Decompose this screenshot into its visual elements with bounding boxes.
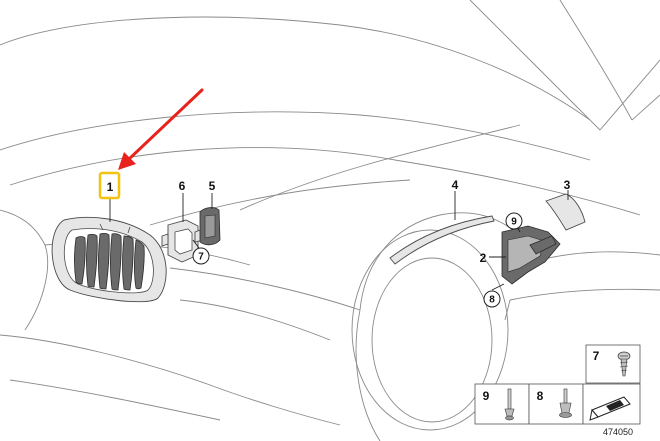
kidney-grille xyxy=(51,216,167,303)
legend-box-8-label: 8 xyxy=(537,389,544,403)
legend-box-9: 9 xyxy=(474,383,530,425)
callout-label-2: 2 xyxy=(480,251,487,265)
trim-panel xyxy=(545,193,586,231)
circled-callout-9-label: 9 xyxy=(511,217,517,228)
callout-label-4: 4 xyxy=(452,178,459,192)
legend-box-7-label: 7 xyxy=(593,349,600,363)
wheel-arch-bracket xyxy=(501,225,561,285)
legend-box-8: 8 xyxy=(528,383,584,425)
drawing-number: 474050 xyxy=(603,427,633,437)
circled-callout-9: 9 xyxy=(505,212,523,230)
pin-clip-icon xyxy=(504,388,515,421)
callout-label-1: 1 xyxy=(107,180,114,194)
legend-box-9-label: 9 xyxy=(483,389,490,403)
circled-callout-7: 7 xyxy=(192,247,210,265)
highlight-box xyxy=(98,171,121,200)
circled-callout-7-label: 7 xyxy=(198,252,204,263)
callout-label-5: 5 xyxy=(209,179,216,193)
callout-label-3: 3 xyxy=(564,178,571,192)
callout-label-6: 6 xyxy=(179,179,186,193)
holder xyxy=(199,207,221,246)
circled-callout-8: 8 xyxy=(483,290,501,308)
circled-callout-8-label: 8 xyxy=(489,295,495,306)
grille-slats xyxy=(74,232,145,291)
legend-box-7: 7 xyxy=(585,344,641,384)
screw-icon xyxy=(617,351,631,377)
wheel-arch-trim-strip xyxy=(389,215,495,265)
expanding-rivet-icon xyxy=(559,388,572,418)
install-arrow-icon xyxy=(589,396,631,421)
leader-lines xyxy=(109,190,569,291)
red-pointer-arrow xyxy=(118,88,204,170)
install-direction-box xyxy=(582,383,641,425)
fastener-legend: 7 9 8 xyxy=(474,344,641,425)
